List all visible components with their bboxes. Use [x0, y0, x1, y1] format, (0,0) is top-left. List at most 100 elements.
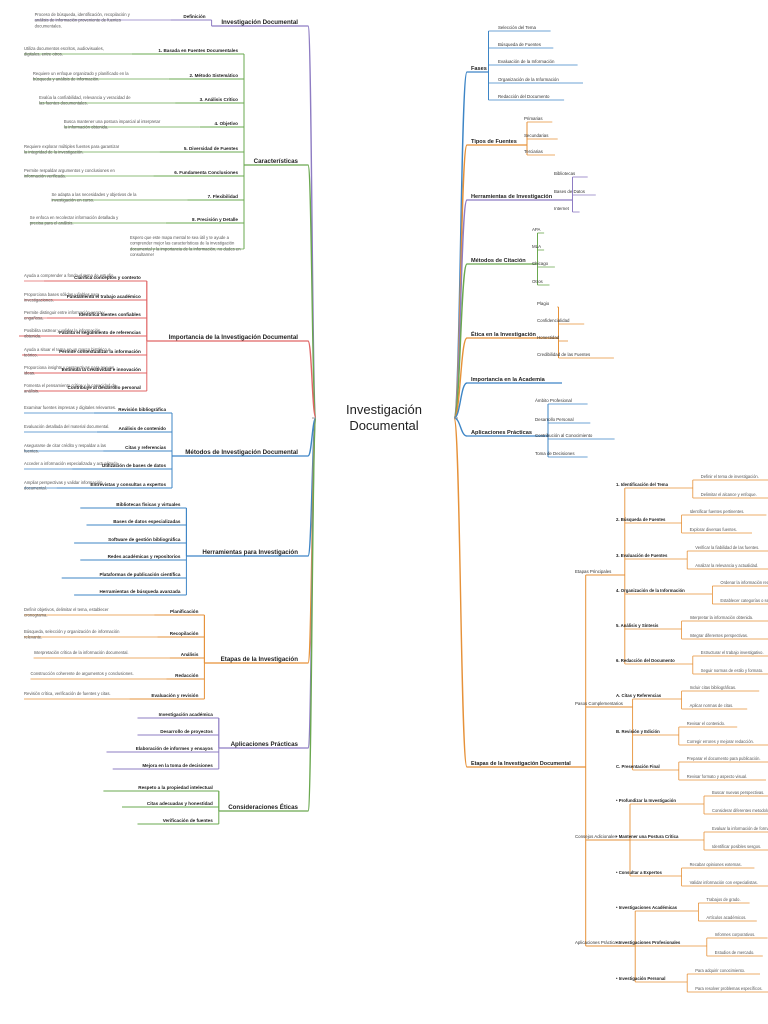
sub-topic-metodos_cita[interactable]: Chicago [532, 261, 549, 266]
sub-topic-description[interactable]: Posibilita rastrear y validar la informa… [24, 328, 101, 333]
sub-topic-fases[interactable]: Búsqueda de Fuentes [498, 42, 542, 47]
sub-topic-etapas[interactable]: Recopilación [170, 631, 199, 636]
sub-topic-description[interactable]: análisis. [24, 389, 39, 394]
step-detail[interactable]: Explorar diversas fuentes. [690, 527, 737, 532]
sub-topic-description[interactable]: Acceder a información especializada y ac… [24, 461, 119, 466]
sub-topic-description[interactable]: las fuentes documentales. [39, 101, 88, 106]
sub-topic-fases[interactable]: Organización de la Información [498, 77, 559, 82]
sub-topic-caracteristicas[interactable]: 2. Método Sistemático [190, 73, 239, 78]
sub-topic-description[interactable]: precisa para el análisis. [30, 221, 74, 226]
sub-topic-caracteristicas[interactable]: 7. Flexibilidad [208, 194, 239, 199]
sub-topic-aplic_r[interactable]: Contribución al Conocimiento [535, 433, 593, 438]
sub-topic-etapas[interactable]: Evaluación y revisión [151, 693, 198, 698]
branch-title-herramientas[interactable]: Herramientas para Investigación [202, 549, 298, 556]
sub-topic-metodos[interactable]: Citas y referencias [125, 445, 166, 450]
sub-topic-herr_r[interactable]: Internet [554, 206, 570, 211]
step-detail[interactable]: Integrar diferentes perspectivas. [690, 633, 748, 638]
sub-topic-metodos[interactable]: Utilización de bases de datos [102, 463, 167, 468]
step-label[interactable]: • Investigación Personal [616, 976, 666, 981]
sub-topic-description[interactable]: ideas. [24, 371, 35, 376]
branch-title-etica[interactable]: Ética en la Investigación [471, 330, 537, 338]
sub-topic-etica[interactable]: Credibilidad de las Fuentes [537, 352, 591, 357]
branch-title-tipos[interactable]: Tipos de Fuentes [471, 139, 517, 145]
sub-topic-aplic_r[interactable]: Desarrollo Personal [535, 417, 574, 422]
sub-topic-caracteristicas[interactable]: 4. Objetivo [215, 121, 239, 126]
sub-topic-importancia[interactable]: Estimula la creatividad e innovación [62, 367, 141, 372]
sub-topic-description[interactable]: Evaluación detallada del material docume… [24, 424, 109, 429]
sub-topic-etapas[interactable]: Redacción [175, 673, 198, 678]
sub-topic-metodos[interactable]: Análisis de contenido [119, 426, 167, 431]
branch-title-definicion[interactable]: Investigación Documental [221, 19, 298, 26]
sub-topic-description[interactable]: Permite distinguir entre información ver… [24, 310, 105, 315]
branch-title-academia[interactable]: Importancia en la Academia [471, 377, 546, 383]
sub-topic-herramientas[interactable]: Plataformas de publicación científica [99, 572, 180, 577]
step-label[interactable]: A. Citas y Referencias [616, 693, 662, 698]
sub-topic-description[interactable]: investigación en curso. [52, 198, 95, 203]
sub-topic-tipos[interactable]: Terciarias [524, 149, 544, 154]
sub-topic-aplic_r[interactable]: Ámbito Profesional [535, 398, 572, 403]
branch-title-caracteristicas[interactable]: Características [254, 158, 299, 165]
step-label[interactable]: • Investigaciones Profesionales [616, 940, 681, 945]
step-detail[interactable]: Delimitar el alcance y enfoque. [701, 492, 757, 497]
sub-topic-fases[interactable]: Redacción del Documento [498, 94, 550, 99]
sub-topic-description[interactable]: cronograma. [24, 613, 48, 618]
sub-topic-caracteristicas[interactable]: 1. Basada en Fuentes Documentales [158, 48, 238, 53]
step-detail[interactable]: Preparar el documento para publicación. [687, 756, 761, 761]
step-label[interactable]: C. Presentación Final [616, 764, 660, 769]
step-detail[interactable]: Considerar diferentes metodologías. [712, 808, 768, 813]
sub-topic-metodos_cita[interactable]: MLA [532, 244, 541, 249]
step-label[interactable]: 3. Evaluación de Fuentes [616, 553, 668, 558]
step-detail[interactable]: Evaluar la información de forma objetiva… [712, 826, 768, 831]
sub-topic-aplic_r[interactable]: Toma de Decisiones [535, 451, 575, 456]
step-detail[interactable]: Ordenar la información recopilada. [720, 580, 768, 585]
sub-topic-herr_r[interactable]: Bibliotecas [554, 171, 576, 176]
sub-topic-description[interactable]: investigaciones. [24, 298, 54, 303]
group-label[interactable]: Pasos Complementarios [575, 701, 624, 706]
sub-topic-herramientas[interactable]: Redes académicas y repositorios [108, 554, 181, 559]
sub-topic-description[interactable]: la integridad de la investigación. [24, 150, 84, 155]
sub-topic-description[interactable]: Definir objetivos, delimitar el tema, es… [24, 607, 109, 612]
sub-topic-importancia[interactable]: Facilita el seguimiento de referencias [59, 330, 141, 335]
step-detail[interactable]: Aplicar normas de citas. [690, 703, 734, 708]
step-detail[interactable]: Interpretar la información obtenida. [690, 615, 754, 620]
sub-topic-fases[interactable]: Evaluación de la Información [498, 59, 555, 64]
sub-topic-aplicaciones[interactable]: Investigación académica [159, 712, 214, 717]
group-label[interactable]: Etapas Principales [575, 569, 612, 574]
sub-topic-description[interactable]: Revisión crítica, verificación de fuente… [24, 691, 111, 696]
sub-topic-caracteristicas[interactable]: 8. Precisión y Detalle [192, 217, 238, 222]
sub-topic-etapas[interactable]: Planificación [170, 609, 199, 614]
sub-topic-description[interactable]: Se adapta a las necesidades y objetivos … [52, 192, 138, 197]
step-detail[interactable]: Validar información con especialistas. [690, 880, 758, 885]
sub-topic-description[interactable]: información verificada. [24, 174, 66, 179]
sub-topic-description[interactable]: Proporciona insights y perspectivas para… [24, 365, 114, 370]
sub-topic-description[interactable]: Utiliza documentos escritos, audiovisual… [24, 46, 104, 51]
step-detail[interactable]: Informes corporativos. [715, 932, 756, 937]
sub-topic-caracteristicas[interactable]: 3. Análisis Crítico [200, 97, 239, 102]
sub-topic-importancia[interactable]: Contribuye al desarrollo personal [68, 385, 141, 390]
branch-title-etapas-documental[interactable]: Etapas de la Investigación Documental [471, 761, 571, 767]
sub-topic-description[interactable]: Construcción coherente de argumentos y c… [31, 671, 134, 676]
sub-topic-etapas[interactable]: Análisis [181, 652, 199, 657]
sub-topic-etica[interactable]: Confidencialidad [537, 318, 570, 323]
step-detail[interactable]: Para resolver problemas específicos. [695, 986, 762, 991]
step-label[interactable]: 1. Identificación del Tema [616, 482, 669, 487]
sub-topic-description[interactable]: fuentes. [24, 449, 39, 454]
sub-topic-importancia[interactable]: Permite contextualizar la información [59, 349, 141, 354]
sub-topic-metodos[interactable]: Entrevistas y consultas a expertos [90, 482, 166, 487]
sub-topic-description[interactable]: obtenida. [24, 334, 41, 339]
sub-topic-description[interactable]: Búsqueda, selección y organización de in… [24, 629, 120, 634]
branch-title-importancia[interactable]: Importancia de la Investigación Document… [169, 334, 299, 341]
step-label[interactable]: 2. Búsqueda de Fuentes [616, 517, 666, 522]
sub-topic-description[interactable]: Ampliar perspectivas y validar informaci… [24, 480, 103, 485]
step-detail[interactable]: Incluir citas bibliográficas. [690, 685, 737, 690]
sub-topic-description[interactable]: Busca mantener una postura imparcial al … [64, 119, 161, 124]
sub-topic-description[interactable]: documentales. [35, 23, 62, 28]
step-label[interactable]: 4. Organización de la Información [616, 588, 685, 593]
central-topic-line2[interactable]: Documental [349, 418, 418, 433]
sub-topic-description[interactable]: Interpretación crítica de la información… [34, 650, 129, 655]
step-label[interactable]: • Profundizar la Investigación [616, 798, 676, 803]
sub-topic-description[interactable]: Examinar fuentes impresas y digitales re… [24, 405, 116, 410]
sub-topic-etica[interactable]: Plagio [537, 301, 550, 306]
sub-topic-description[interactable]: Requiere un enfoque organizado y planifi… [33, 71, 129, 76]
sub-topic-description[interactable]: Proporciona bases sólidas y fiables para [24, 292, 100, 297]
